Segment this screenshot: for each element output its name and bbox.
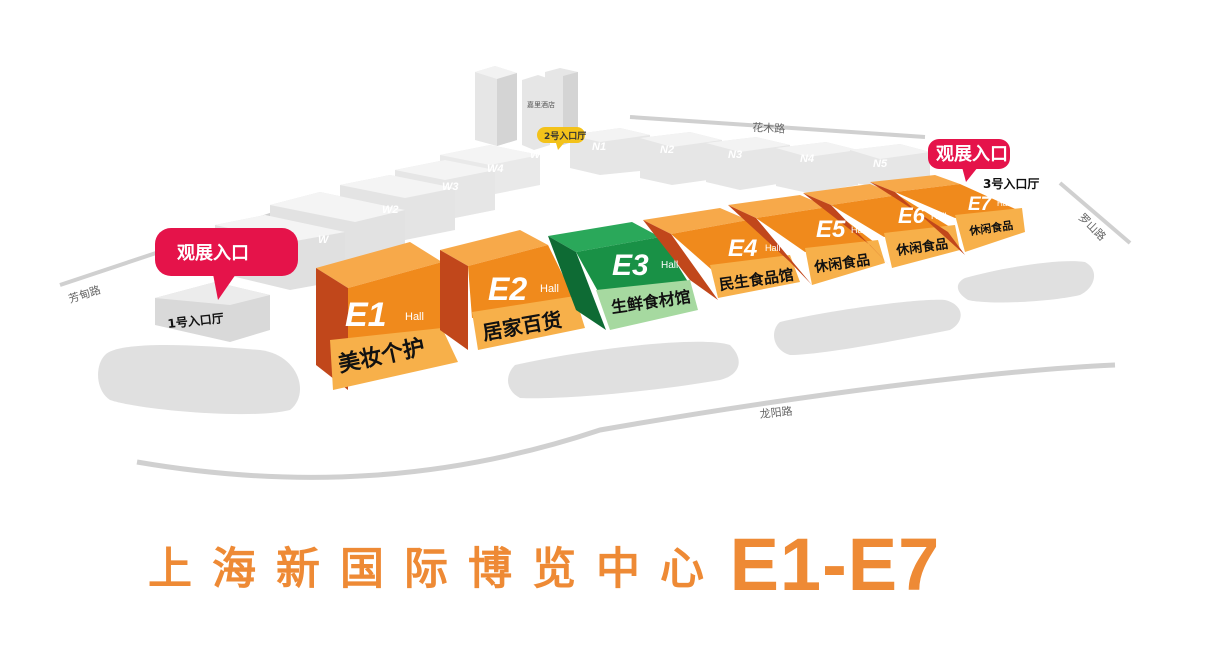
lobby-2-marker[interactable]: 2号入口厅	[537, 127, 586, 150]
venue-name: 上海新国际博览中心	[148, 543, 724, 595]
road-label-huamu: 花木路	[752, 121, 786, 136]
hall-e4[interactable]	[643, 208, 800, 300]
hall-e7[interactable]	[870, 175, 1025, 255]
hall-label-w4: W4	[487, 163, 504, 175]
lobby-1-label: 1号入口厅	[167, 310, 225, 331]
hall-e6[interactable]	[803, 184, 960, 268]
road-label-fangdian: 芳甸路	[67, 282, 103, 306]
lobby-3-label: 3号入口厅	[983, 176, 1039, 191]
ground-plot	[774, 299, 961, 355]
hall-e2[interactable]	[440, 230, 585, 350]
hotel-label: 嘉里酒店	[527, 100, 555, 109]
hall-code-e1: E1	[345, 296, 387, 334]
lobby-1-building	[155, 282, 270, 342]
lobby-2-label: 2号入口厅	[544, 131, 586, 142]
ground-plot	[98, 345, 301, 415]
hall-suffix-e1: Hall	[405, 311, 424, 323]
north-halls: N1 N2 N3 N4 N5	[570, 128, 930, 193]
hall-code-e4: E4	[728, 235, 757, 262]
ground-plot	[957, 261, 1095, 303]
road-luoshan	[1058, 181, 1132, 245]
hall-label-n5: N5	[873, 158, 888, 170]
hall-suffix-e3: Hall	[661, 260, 678, 271]
hall-name-e6: 休闲食品	[894, 236, 949, 259]
hall-code-e2: E2	[488, 271, 527, 307]
road-longyang	[136, 362, 1116, 480]
hall-code-e3: E3	[612, 249, 649, 282]
hall-label-n4: N4	[800, 153, 814, 165]
hall-label-w2: W2	[382, 204, 399, 216]
hall-label-n1: N1	[592, 141, 606, 153]
hall-suffix-e5: Hall	[851, 225, 867, 235]
hall-e1[interactable]	[316, 242, 458, 390]
hall-suffix-e7: Hall	[997, 199, 1011, 208]
page-title: 上海新国际博览中心 E1-E7	[148, 522, 940, 607]
road-label-luoshan: 罗山路	[1076, 211, 1109, 244]
road-label-longyang: 龙阳路	[759, 405, 793, 421]
hall-code-e7: E7	[968, 194, 993, 215]
ground-plot	[508, 341, 739, 399]
halls-range: E1-E7	[729, 523, 941, 606]
hall-code-e6: E6	[898, 203, 926, 228]
hall-label-n3: N3	[728, 149, 742, 161]
hall-code-e5: E5	[816, 216, 846, 243]
entrance-marker-left[interactable]: 观展入口	[155, 228, 298, 300]
hall-e3[interactable]	[548, 222, 698, 330]
hall-suffix-e2: Hall	[540, 283, 559, 295]
entrance-label-right: 观展入口	[936, 144, 1008, 165]
entrance-marker-right[interactable]: 观展入口	[928, 139, 1010, 182]
hall-label-w3: W3	[442, 181, 459, 193]
entrance-label-left: 观展入口	[177, 243, 249, 264]
hall-name-e7: 休闲食品	[967, 218, 1014, 238]
hall-suffix-e4: Hall	[765, 243, 781, 253]
hall-label-w5: W5	[530, 149, 547, 161]
hall-suffix-e6: Hall	[931, 211, 947, 221]
road-huamu	[629, 115, 926, 139]
hall-e5[interactable]	[728, 195, 885, 285]
venue-map: 芳甸路 花木路 罗山路 龙阳路 嘉里酒店 W5 W4 W3 W2 W	[59, 66, 1132, 480]
hall-label-n2: N2	[660, 144, 674, 156]
hall-label-w: W	[318, 234, 330, 246]
